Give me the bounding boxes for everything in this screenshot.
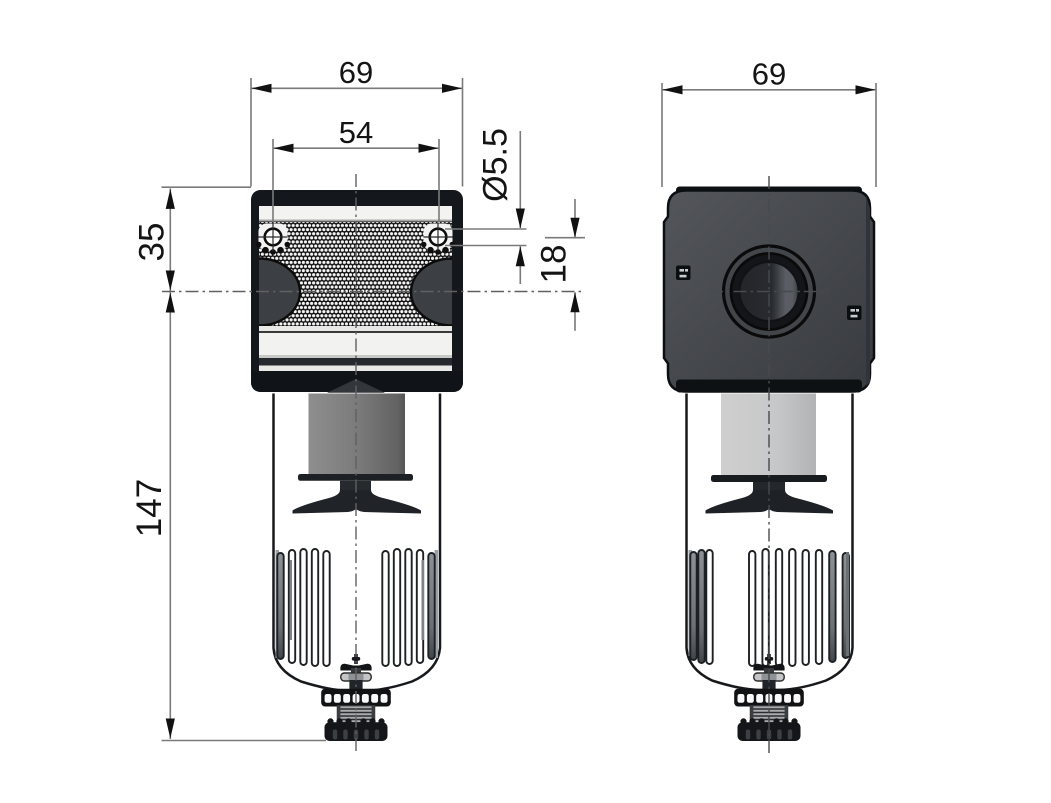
svg-text:54: 54 (339, 115, 373, 150)
svg-text:Ø5.5: Ø5.5 (477, 128, 515, 202)
svg-text:69: 69 (752, 57, 786, 92)
svg-text:69: 69 (339, 55, 373, 90)
svg-text:147: 147 (130, 479, 169, 537)
svg-text:35: 35 (133, 223, 172, 262)
svg-text:18: 18 (535, 245, 574, 284)
